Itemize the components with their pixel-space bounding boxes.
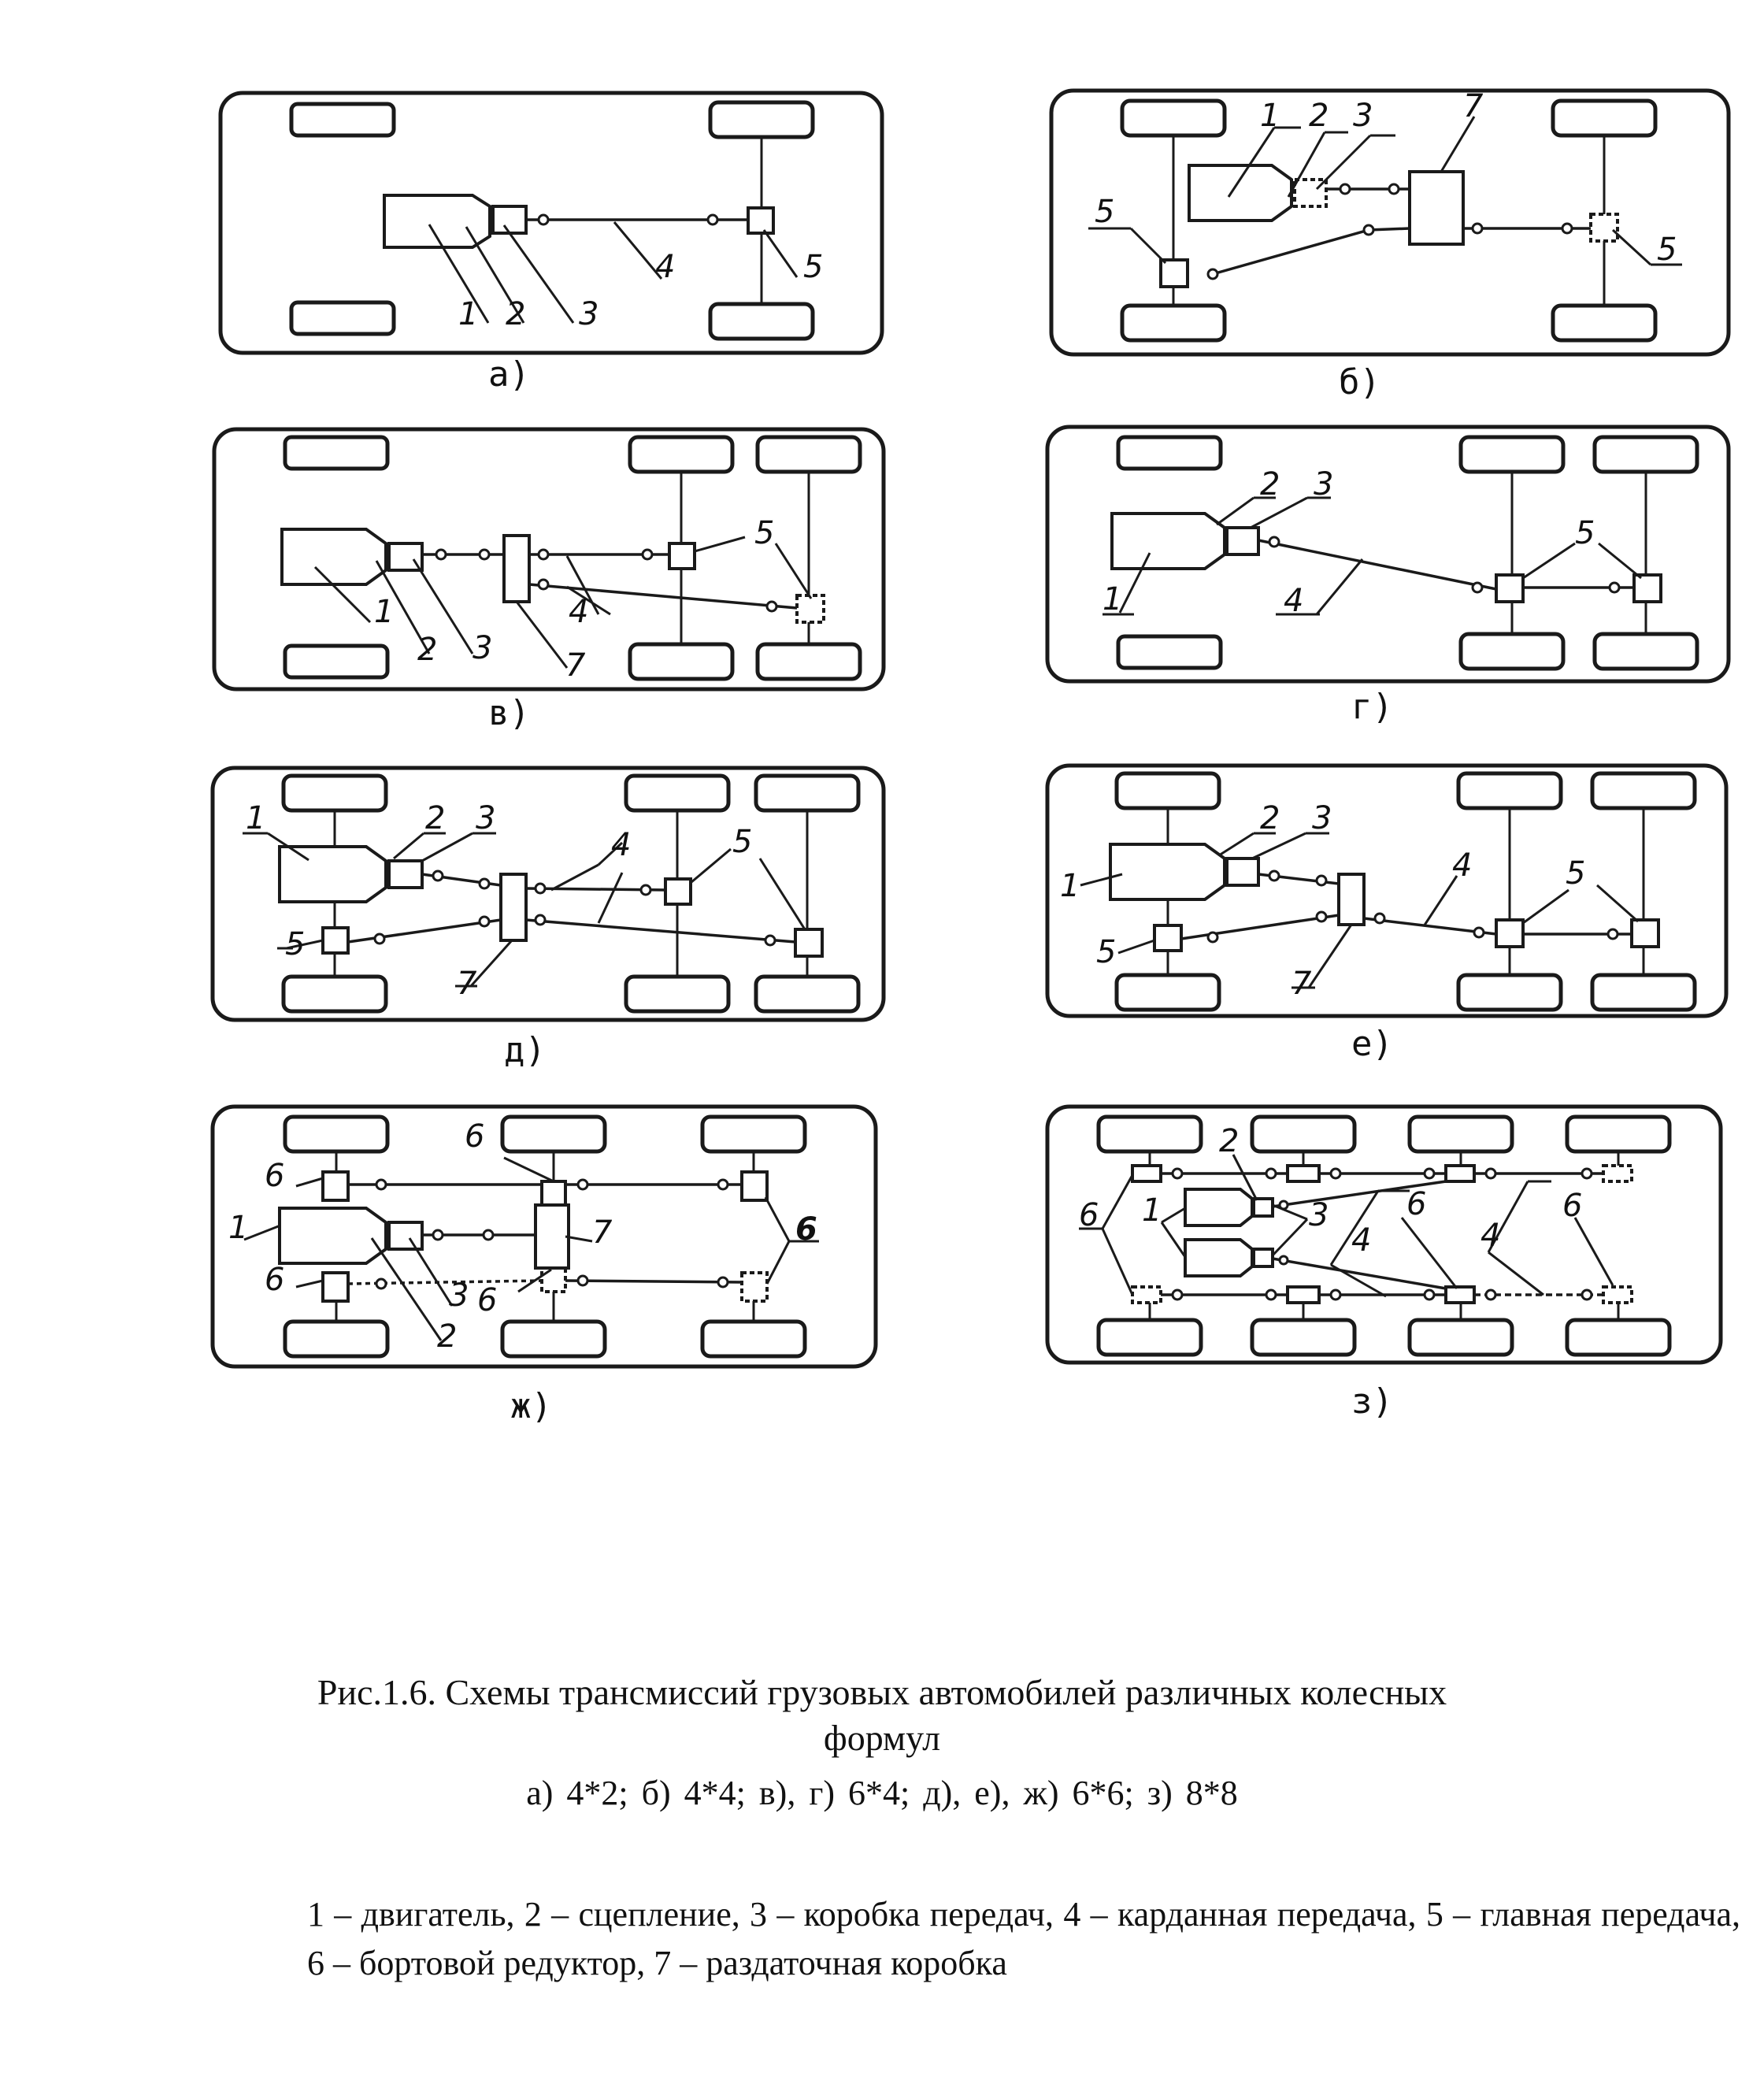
- label-7: 7: [1292, 966, 1312, 1002]
- scheme-b: 1 2 3 7 5 5 б): [1049, 88, 1731, 402]
- label-6-right: 6: [795, 1211, 817, 1248]
- scheme-zh: 6 6 1 2 3 6 6 7 6 ж): [210, 1104, 878, 1426]
- scheme-e: 1 2 3 4 5 5 7 е): [1045, 763, 1729, 1064]
- label-5: 5: [803, 249, 823, 285]
- figure-formulas: а) 4*2; б) 4*4; в), г) 6*4; д), е), ж) 6…: [526, 1774, 1238, 1812]
- label-5-left: 5: [1095, 194, 1114, 230]
- label-7: 7: [592, 1214, 613, 1251]
- label-1: 1: [1060, 868, 1080, 904]
- label-4: 4: [1452, 847, 1472, 884]
- caption-d: д): [504, 1030, 546, 1070]
- label-3: 3: [472, 630, 492, 666]
- label-3: 3: [1309, 1197, 1329, 1233]
- label-1: 1: [246, 800, 265, 836]
- label-6-right: 6: [1562, 1188, 1582, 1224]
- label-2: 2: [1309, 98, 1329, 134]
- label-3: 3: [1314, 466, 1333, 502]
- label-3: 3: [476, 800, 495, 836]
- figure-title-line2: формул: [823, 1718, 941, 1758]
- label-3: 3: [449, 1277, 469, 1314]
- label-6-bottom-left: 6: [265, 1262, 284, 1298]
- label-2: 2: [1260, 800, 1280, 836]
- scheme-g: 1 2 3 4 5 г): [1045, 425, 1731, 727]
- label-7: 7: [565, 647, 586, 684]
- figure-caption: Рис.1.6. Схемы трансмиссий грузовых авто…: [0, 1670, 1764, 1818]
- figure-title-line1: Рис.1.6. Схемы трансмиссий грузовых авто…: [317, 1672, 1447, 1712]
- label-5-right: 5: [1657, 232, 1677, 268]
- label-1: 1: [1142, 1192, 1162, 1229]
- label-2: 2: [437, 1318, 457, 1355]
- label-1: 1: [374, 594, 394, 630]
- caption-e: е): [1351, 1024, 1393, 1064]
- scheme-v: 1 2 3 4 5 7 в): [212, 427, 886, 733]
- label-5: 5: [1575, 515, 1595, 551]
- label-4-left: 4: [1351, 1222, 1371, 1259]
- label-4: 4: [1284, 583, 1303, 619]
- label-1: 1: [458, 296, 478, 332]
- label-2: 2: [1260, 466, 1280, 502]
- label-6-mid: 6: [1406, 1186, 1426, 1222]
- label-3: 3: [1312, 800, 1332, 836]
- label-5-left: 5: [285, 926, 305, 962]
- label-7: 7: [1463, 88, 1484, 124]
- figure-legend: 1 – двигатель, 2 – сцепление, 3 – коробк…: [307, 1895, 1740, 1982]
- label-6-top-left: 6: [265, 1158, 284, 1194]
- caption-g: г): [1351, 687, 1393, 727]
- caption-zh: ж): [510, 1386, 552, 1426]
- label-5-right: 5: [732, 824, 752, 860]
- label-4: 4: [611, 827, 631, 863]
- label-3: 3: [1353, 98, 1373, 134]
- label-1: 1: [1260, 98, 1280, 134]
- label-6-bottom-mid: 6: [477, 1282, 497, 1318]
- label-2: 2: [425, 800, 445, 836]
- label-2: 2: [1219, 1123, 1239, 1159]
- label-4: 4: [655, 249, 675, 285]
- caption-z: з): [1351, 1381, 1393, 1422]
- label-5-left: 5: [1096, 934, 1116, 970]
- caption-a: а): [488, 354, 530, 395]
- caption-b: б): [1339, 362, 1380, 402]
- label-4-right: 4: [1480, 1218, 1500, 1254]
- label-2: 2: [506, 296, 525, 332]
- scheme-z: 6 1 2 3 4 6 4 6 з): [1045, 1104, 1723, 1422]
- label-5-right: 5: [1566, 855, 1585, 892]
- label-1: 1: [1102, 581, 1122, 617]
- label-6-top-mid: 6: [465, 1118, 484, 1155]
- label-1: 1: [228, 1210, 248, 1246]
- label-2: 2: [417, 632, 437, 668]
- label-6-left: 6: [1079, 1197, 1099, 1233]
- label-4: 4: [569, 594, 588, 630]
- label-5: 5: [754, 515, 774, 551]
- scheme-a: 1 2 3 4 5 а): [218, 91, 884, 395]
- scheme-d: 1 2 3 4 5 5 7 д): [210, 766, 886, 1070]
- label-7: 7: [457, 966, 477, 1002]
- label-3: 3: [579, 296, 598, 332]
- caption-v: в): [488, 693, 530, 733]
